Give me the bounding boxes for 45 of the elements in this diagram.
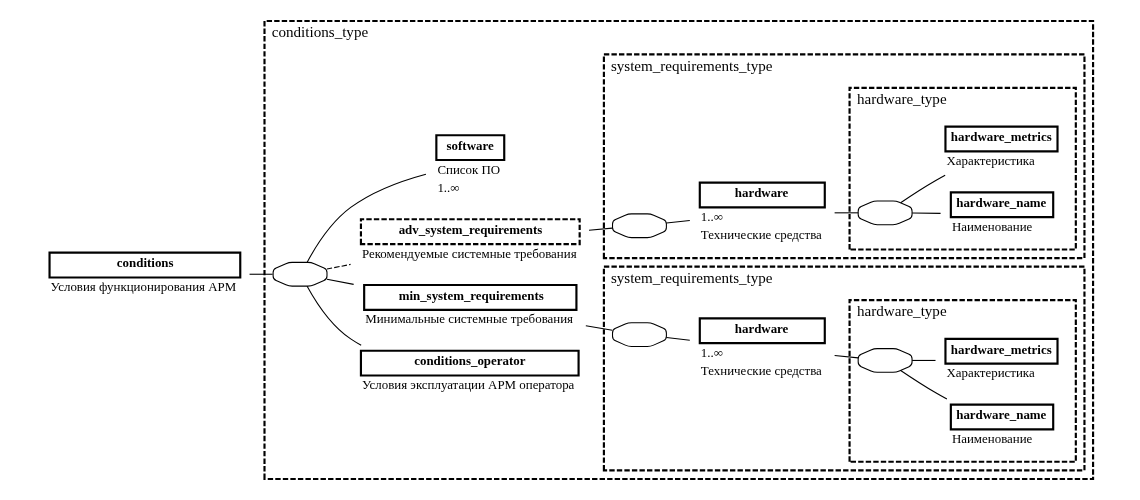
node-octagon xyxy=(611,322,667,347)
node-box: adv_system_requirements xyxy=(359,218,581,246)
node-box: hardware_name xyxy=(949,403,1054,431)
node-octagon xyxy=(857,348,913,373)
node-octagon xyxy=(857,200,913,226)
node-label: Условия эксплуатации АРМ оператора xyxy=(361,377,574,393)
node-label: 1..∞ xyxy=(700,344,723,360)
connector xyxy=(584,325,613,331)
connector xyxy=(325,263,351,270)
connector xyxy=(833,212,859,214)
node-box: hardware xyxy=(698,181,826,209)
node-label: Наименование xyxy=(951,218,1032,234)
connector xyxy=(588,227,613,231)
connector xyxy=(665,219,690,224)
connector xyxy=(911,359,936,361)
node-label: 1..∞ xyxy=(436,179,460,195)
node-label: Условия функционирования АРМ xyxy=(50,279,236,295)
node-box: hardware_name xyxy=(949,191,1054,219)
node-box: min_system_requirements xyxy=(362,283,577,311)
node-box: hardware_metrics xyxy=(943,125,1059,153)
connector xyxy=(833,355,859,359)
node-label: Наименование xyxy=(951,430,1032,446)
node-label: Технические средства xyxy=(700,227,822,243)
connector xyxy=(899,174,946,204)
node-box: conditions_operator xyxy=(359,349,580,377)
node-label: Характеристика xyxy=(946,365,1035,381)
node-octagon xyxy=(611,213,667,239)
connector xyxy=(911,212,941,214)
node-octagon xyxy=(272,261,328,287)
connector xyxy=(899,369,947,400)
node-box: conditions xyxy=(47,251,241,279)
node-label: 1..∞ xyxy=(700,209,723,225)
connector xyxy=(248,273,273,275)
connector xyxy=(306,285,362,346)
node-box: software xyxy=(434,134,505,162)
node-label: Минимальные системные требования xyxy=(364,311,573,327)
connector xyxy=(665,337,690,341)
connector xyxy=(325,278,354,285)
node-box: hardware xyxy=(698,317,826,345)
node-label: Технические средства xyxy=(700,363,822,379)
connector xyxy=(306,173,426,263)
node-label: Рекомендуемые системные требования xyxy=(361,245,577,261)
node-box: hardware_metrics xyxy=(943,337,1059,365)
node-label: Характеристика xyxy=(946,152,1035,168)
node-label: Список ПО xyxy=(436,161,500,177)
